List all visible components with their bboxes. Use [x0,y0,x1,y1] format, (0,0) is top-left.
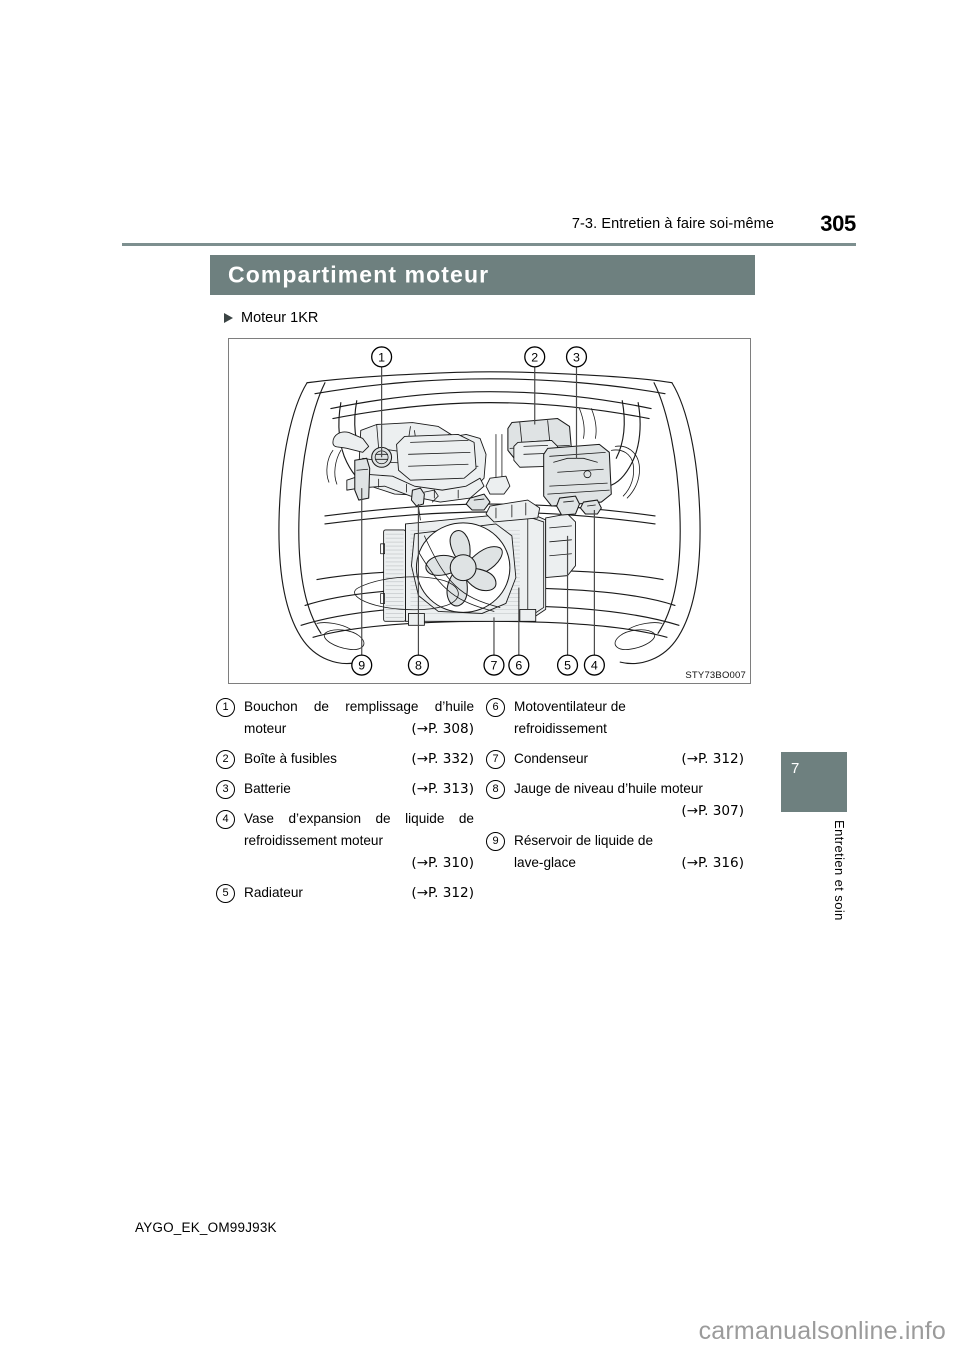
svg-text:7: 7 [491,659,498,673]
svg-text:4: 4 [591,659,598,673]
chapter-tab: 7 [781,752,847,812]
page-number: 305 [820,211,856,236]
legend-item-9-text: Réservoir de liquide de [514,833,654,848]
legend-item-2-text: Boîte à fusibles [244,751,337,766]
legend-number-3: 3 [216,780,235,799]
legend-item-1-text-cont: moteur [244,721,287,736]
legend-number-7: 7 [486,750,505,769]
legend-item-5: 5 Radiateur (→P. 312) [216,882,474,904]
sub-heading: Moteur 1KR [224,310,318,326]
legend-item-6-text-cont: refroidissement [514,721,607,736]
legend-item-1: 1 Bouchon de remplissage d’huile moteur … [216,696,474,740]
figure-callout-4: 4 [583,654,605,676]
legend-number-2: 2 [216,750,235,769]
legend-item-7-pageref[interactable]: (→P. 312) [681,751,744,767]
legend-item-7-line-1: Condenseur (→P. 312) [514,748,744,770]
legend-item-3-text: Batterie [244,781,291,796]
legend-item-1-line-1: Bouchon de remplissage d’huile [244,696,474,718]
figure-callout-1: 1 [371,346,393,368]
engine-compartment-figure: 1 2 3 9 8 7 6 [228,338,751,684]
figure-callout-7: 7 [483,654,505,676]
legend-item-2: 2 Boîte à fusibles (→P. 332) [216,748,474,770]
site-watermark: carmanualsonline.info [698,1317,946,1345]
svg-text:8: 8 [415,659,422,673]
legend-item-5-text: Radiateur [244,885,303,900]
legend-item-6-line-1: Motoventilateur de [514,696,744,718]
svg-text:3: 3 [573,350,580,364]
page-header: 7-3. Entretien à faire soi-même 305 [122,204,856,238]
header-divider-rule [122,243,856,246]
legend-item-4-line-2: refroidissement moteur [244,830,474,852]
engine-compartment-illustration: 1 2 3 9 8 7 6 [278,346,701,676]
legend-item-8-line-2: (→P. 307) [514,800,744,822]
legend-item-1-text: Bouchon de remplissage d’huile [244,699,474,714]
legend-number-4: 4 [216,810,235,829]
legend-item-8-pageref[interactable]: (→P. 307) [681,803,744,819]
legend-number-8: 8 [486,780,505,799]
legend-item-2-line-1: Boîte à fusibles (→P. 332) [244,748,474,770]
legend-item-8-text: Jauge de niveau d’huile moteur [514,781,703,796]
legend-item-6-line-2: refroidissement [514,718,744,740]
legend-item-9-pageref[interactable]: (→P. 316) [681,855,744,871]
legend-item-4-line-3: (→P. 310) [244,852,474,874]
legend-item-7-text: Condenseur [514,751,589,766]
legend-item-4-text-cont: refroidissement moteur [244,833,384,848]
legend-number-9: 9 [486,832,505,851]
figure-callout-5: 5 [556,654,579,676]
legend-number-5: 5 [216,884,235,903]
figure-callout-6: 6 [508,654,530,676]
legend-item-7: 7 Condenseur (→P. 312) [486,748,744,770]
legend-item-1-pageref[interactable]: (→P. 308) [411,721,474,737]
legend-column-left: 1 Bouchon de remplissage d’huile moteur … [216,696,474,912]
legend-item-8: 8 Jauge de niveau d’huile moteur (→P. 30… [486,778,744,822]
section-title-bar: Compartiment moteur [210,255,755,295]
legend-item-6: 6 Motoventilateur de refroidissement [486,696,744,740]
header-chapter-title: 7-3. Entretien à faire soi-même [571,216,774,232]
figure-callout-8: 8 [407,654,430,676]
figure-callout-2: 2 [524,346,546,368]
legend-item-1-line-2: moteur (→P. 308) [244,718,474,740]
document-code: AYGO_EK_OM99J93K [135,1220,277,1235]
figure-callout-9: 9 [351,654,373,676]
legend-item-9-line-1: Réservoir de liquide de [514,830,744,852]
section-title: Compartiment moteur [228,261,490,288]
svg-text:1: 1 [378,350,385,364]
chapter-tab-number: 7 [791,760,800,777]
chapter-tab-label: Entretien et soin [832,820,847,921]
legend-item-3-pageref[interactable]: (→P. 313) [411,781,474,797]
figure-code-label: STY73BO007 [684,670,747,681]
legend-item-3: 3 Batterie (→P. 313) [216,778,474,800]
legend-item-9-text-cont: lave-glace [514,855,576,870]
legend-item-5-line-1: Radiateur (→P. 312) [244,882,474,904]
figure-callout-3: 3 [565,346,588,368]
svg-text:9: 9 [358,659,365,673]
sub-heading-label: Moteur 1KR [241,310,319,326]
legend-item-9-line-2: lave-glace (→P. 316) [514,852,744,874]
legend-item-4-line-1: Vase d’expansion de liquide de [244,808,474,830]
legend-item-4: 4 Vase d’expansion de liquide de refroid… [216,808,474,874]
legend-item-6-text: Motoventilateur de [514,699,626,714]
svg-text:5: 5 [564,659,571,673]
legend-item-3-line-1: Batterie (→P. 313) [244,778,474,800]
svg-text:2: 2 [531,350,538,364]
legend-item-4-pageref[interactable]: (→P. 310) [411,855,474,871]
svg-text:6: 6 [515,659,522,673]
legend-number-1: 1 [216,698,235,717]
legend-item-4-text: Vase d’expansion de liquide de [244,811,474,826]
legend-column-right: 6 Motoventilateur de refroidissement 7 C… [486,696,744,882]
legend-item-8-line-1: Jauge de niveau d’huile moteur [514,778,744,800]
legend-item-2-pageref[interactable]: (→P. 332) [411,751,474,767]
legend-item-9: 9 Réservoir de liquide de lave-glace (→P… [486,830,744,874]
legend-item-5-pageref[interactable]: (→P. 312) [411,885,474,901]
legend-number-6: 6 [486,698,505,717]
triangle-right-icon [224,313,233,323]
